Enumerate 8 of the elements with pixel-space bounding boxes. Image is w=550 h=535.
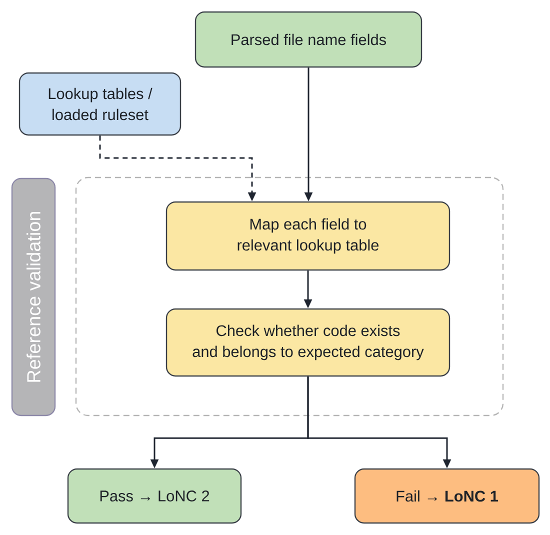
- data-box: Lookup tables / loaded ruleset: [18, 72, 182, 136]
- process-box: Check whether code exists and belongs to expected category: [166, 308, 450, 377]
- section-tab: Reference validation: [11, 178, 56, 416]
- outcome-box: Pass → LoNC 2: [67, 468, 242, 524]
- outcome-box: Fail → LoNC 1: [354, 468, 540, 524]
- process-box: Map each field to relevant lookup table: [166, 201, 450, 271]
- process-box: Parsed file name fields: [194, 11, 422, 68]
- group-frame: [75, 176, 504, 416]
